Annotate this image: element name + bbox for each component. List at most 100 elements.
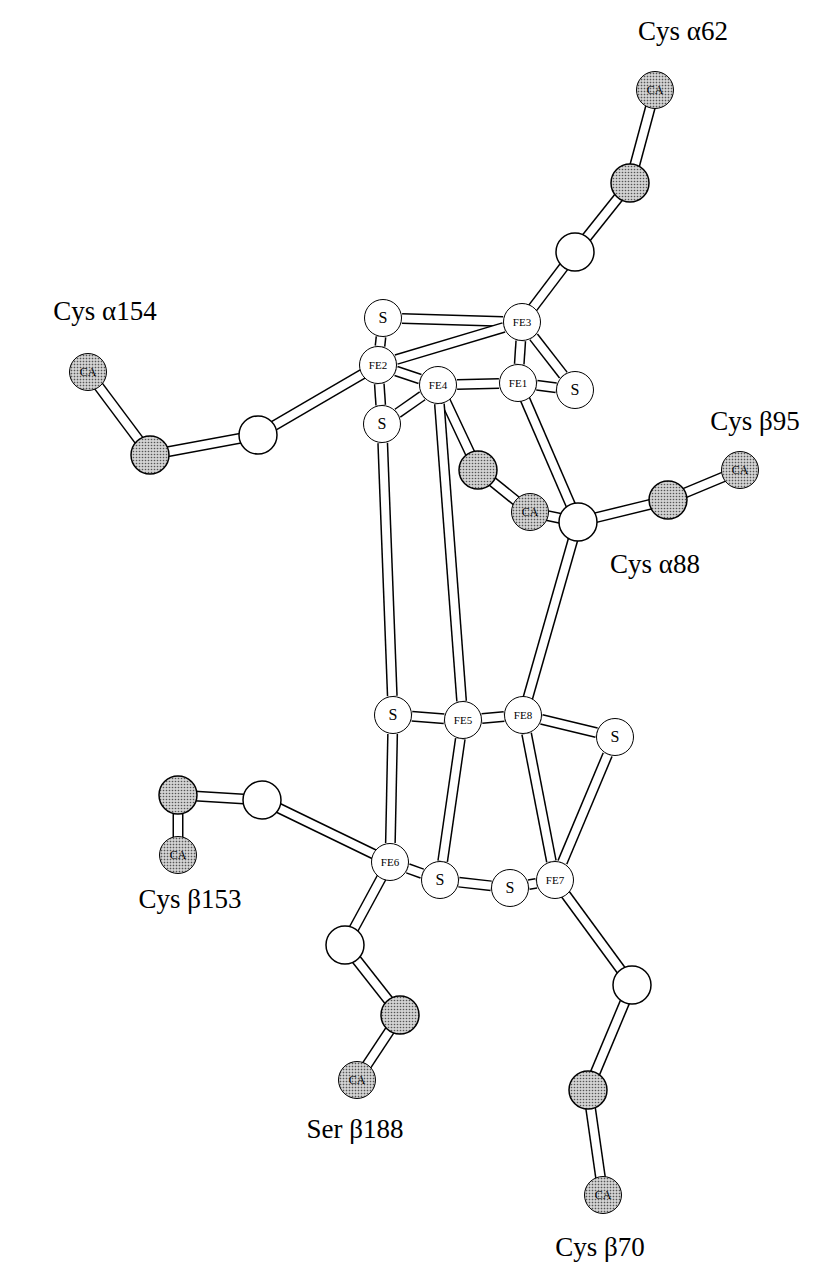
bond-stick xyxy=(519,341,521,364)
atom-label: FE8 xyxy=(514,710,532,721)
cluster-atom: FE2 xyxy=(359,346,397,384)
cluster-atom: FE4 xyxy=(419,366,457,404)
carbon-atom: CA xyxy=(338,1061,376,1099)
atom-label: FE7 xyxy=(546,875,564,886)
atom-label: FE6 xyxy=(381,857,399,868)
cluster-atom: S xyxy=(556,371,594,409)
atom-label: CA xyxy=(349,1074,366,1086)
residue-label: Cys β153 xyxy=(138,885,241,915)
bond-stick xyxy=(482,717,504,719)
atom-label: FE2 xyxy=(369,360,387,371)
bond-stick xyxy=(534,337,564,375)
cluster-atom: FE6 xyxy=(371,843,409,881)
bond-fill xyxy=(88,90,740,1195)
cluster-atom: S xyxy=(364,299,402,337)
residue-label: Cys β70 xyxy=(555,1233,645,1263)
bond-stick xyxy=(529,883,537,884)
bond-stick xyxy=(527,734,552,862)
cluster-atom: S xyxy=(363,405,401,443)
cluster-atom: FE7 xyxy=(536,861,574,899)
bond-fill xyxy=(537,385,556,387)
bond-fill xyxy=(390,734,392,843)
bond-stick xyxy=(459,882,491,886)
bond-stick xyxy=(398,396,423,413)
bond-stick xyxy=(396,371,420,379)
bond-fill xyxy=(412,716,444,718)
bond-stick xyxy=(379,384,380,405)
carbon-atom: CA xyxy=(69,353,107,391)
bond-fill xyxy=(529,883,537,884)
bond-fill xyxy=(408,868,422,873)
residue-label: Cys α88 xyxy=(610,550,700,580)
cluster-atom: S xyxy=(491,869,529,907)
bond-stick xyxy=(541,719,596,732)
bond-fill xyxy=(379,384,380,405)
bond-stick xyxy=(457,383,499,384)
bond-stick xyxy=(375,337,387,346)
bond-fill xyxy=(541,719,596,732)
atom-label: CA xyxy=(170,849,187,861)
bond-fill xyxy=(402,319,503,322)
cluster-atom: FE8 xyxy=(504,696,542,734)
cluster-atom: FE1 xyxy=(499,364,537,402)
bond-stick xyxy=(443,739,461,861)
bond-fill xyxy=(519,341,521,364)
bond-stick xyxy=(412,716,444,718)
bond-fill xyxy=(439,404,461,701)
atom-label: S xyxy=(571,382,580,398)
bond-stick xyxy=(537,385,556,387)
atom-label: CA xyxy=(522,506,539,518)
bond-stick xyxy=(439,404,461,701)
residue-label: Cys α62 xyxy=(638,17,728,47)
bond-fill xyxy=(443,739,461,861)
bond-fill xyxy=(383,443,393,696)
residue-label: Cys β95 xyxy=(710,407,800,437)
atom-label: FE1 xyxy=(509,378,527,389)
bond-fill xyxy=(527,734,552,862)
bond-fill xyxy=(459,882,491,886)
bond-fill xyxy=(376,337,385,346)
cluster-atom: S xyxy=(421,861,459,899)
atom-label: S xyxy=(506,880,515,896)
bond-stick xyxy=(390,734,392,843)
carbon-atom: CA xyxy=(721,451,759,489)
cluster-atom: FE5 xyxy=(444,701,482,739)
bond-fill xyxy=(562,755,607,863)
carbon-atom: CA xyxy=(636,71,674,109)
cluster-atom: S xyxy=(596,718,634,756)
atom-label: FE3 xyxy=(513,317,531,328)
residue-label: Ser β188 xyxy=(307,1115,404,1145)
atom-label: S xyxy=(378,416,387,432)
unlabeled-atoms xyxy=(131,164,687,1109)
atom-label: S xyxy=(436,872,445,888)
bond-stick xyxy=(383,443,393,696)
atom-label: FE4 xyxy=(429,380,447,391)
bond-fill xyxy=(482,717,504,719)
bond-stick xyxy=(402,319,503,322)
carbon-atom: CA xyxy=(584,1176,622,1214)
atom-label: S xyxy=(389,707,398,723)
bond-fill xyxy=(534,337,564,375)
atom-label: FE5 xyxy=(454,715,472,726)
residue-label: Cys α154 xyxy=(53,297,156,327)
bond-outline xyxy=(88,90,740,1195)
atom-label: CA xyxy=(595,1189,612,1201)
atom-label: S xyxy=(611,729,620,745)
bond-stick xyxy=(396,327,504,359)
bond-fill xyxy=(398,396,423,413)
bond-stick xyxy=(562,755,607,863)
bond-stick xyxy=(408,868,422,873)
atom-label: CA xyxy=(80,366,97,378)
cluster-atom: S xyxy=(374,696,412,734)
atom-label: CA xyxy=(732,464,749,476)
cluster-atom: FE3 xyxy=(503,303,541,341)
atom-label: S xyxy=(379,310,388,326)
atom-label: CA xyxy=(647,84,664,96)
bond-fill xyxy=(457,383,499,384)
carbon-atom: CA xyxy=(511,493,549,531)
bond-fill xyxy=(396,327,504,359)
carbon-atom: CA xyxy=(159,836,197,874)
